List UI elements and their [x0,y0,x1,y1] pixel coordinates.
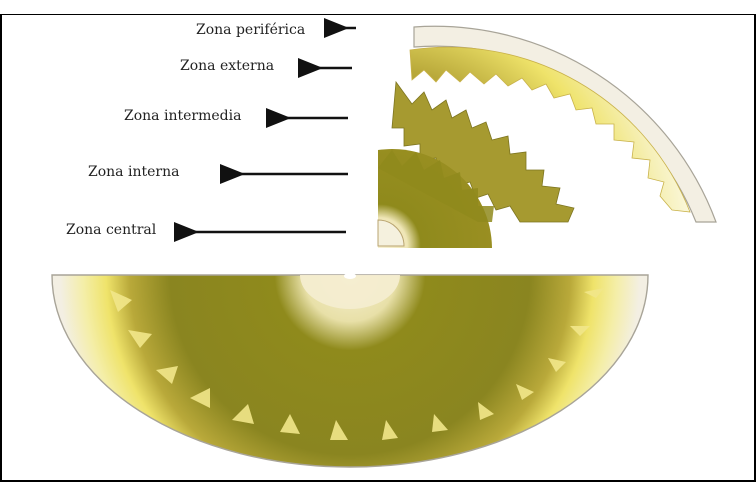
exploded-quarter [378,26,716,248]
half-disc [52,273,648,467]
half-disc-notch [344,273,356,279]
